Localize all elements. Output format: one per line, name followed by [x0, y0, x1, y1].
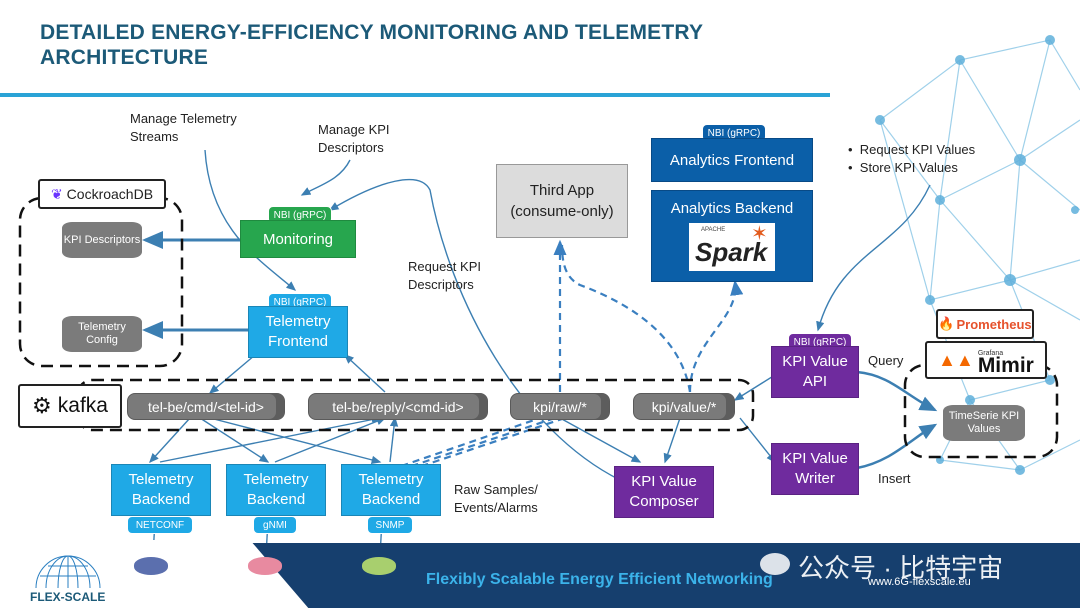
mimir-mountain-icon: ▲▲ [938, 349, 974, 370]
page-title: DETAILED ENERGY-EFFICIENCY MONITORING AN… [40, 21, 703, 69]
bullet-item: • Request KPI Values [848, 142, 976, 157]
topic-tel-be-reply: tel-be/reply/<cmd-id> [308, 393, 488, 420]
telemetry-backend-box: Telemetry Backend [341, 464, 441, 516]
manage-kpi-label: Manage KPI Descriptors [318, 122, 390, 155]
spark-star-icon: ✶ [751, 223, 768, 245]
bullet-item: • Store KPI Values [848, 160, 958, 175]
spark-logo: APACHE ✶ Spark [689, 223, 775, 271]
analytics-frontend-box: Analytics Frontend [651, 138, 813, 182]
insert-label: Insert [878, 471, 911, 486]
netconf-tag: NETCONF [127, 516, 193, 534]
mimir-logo: ▲▲ Grafana Mimir [925, 341, 1047, 379]
raw-samples-label: Raw Samples/ Events/Alarms [454, 482, 538, 515]
title-underline [0, 93, 830, 97]
timeserie-db: TimeSerie KPI Values [943, 405, 1025, 441]
watermark-text: 公众号 · 比特宇宙 [798, 553, 1004, 583]
router-icon [362, 557, 396, 575]
query-label: Query [868, 353, 904, 368]
analytics-backend-box: Analytics Backend APACHE ✶ Spark [651, 190, 813, 282]
monitoring-box: Monitoring [240, 220, 356, 258]
kafka-icon: ⚙ [32, 393, 52, 418]
footer-url: www.6G-flexscale.eu [868, 576, 971, 588]
telemetry-backend-box: Telemetry Backend [226, 464, 326, 516]
footer-tagline: Flexibly Scalable Energy Efficient Netwo… [426, 571, 773, 588]
flexscale-logo-text: FLEX-SCALE [30, 590, 106, 604]
flexscale-globe-icon [35, 555, 101, 589]
snmp-tag: SNMP [367, 516, 413, 534]
telemetry-backend-box: Telemetry Backend [111, 464, 211, 516]
kpi-value-api-box: KPI Value API [771, 346, 859, 398]
telemetry-frontend-box: Telemetry Frontend [248, 306, 348, 358]
router-icon [134, 557, 168, 575]
third-app-box: Third App (consume-only) [496, 164, 628, 238]
topic-kpi-value: kpi/value/* [633, 393, 735, 420]
gnmi-tag: gNMI [253, 516, 297, 534]
kpi-value-writer-box: KPI Value Writer [771, 443, 859, 495]
kpi-value-composer-box: KPI Value Composer [614, 466, 714, 518]
prometheus-flame-icon: 🔥 [938, 316, 955, 331]
router-icon [248, 557, 282, 575]
wechat-icon [760, 553, 790, 575]
manage-streams-label: Manage Telemetry Streams [130, 111, 237, 144]
topic-tel-be-cmd: tel-be/cmd/<tel-id> [127, 393, 285, 420]
cockroachdb-logo: ❦ CockroachDB [38, 179, 166, 209]
network-sphere-graphic [875, 35, 1080, 475]
topic-kpi-raw: kpi/raw/* [510, 393, 610, 420]
telemetry-config-db: Telemetry Config [62, 316, 142, 352]
kpi-descriptors-db: KPI Descriptors [62, 222, 142, 258]
cockroach-icon: ❦ [50, 185, 63, 202]
bullet-list: • Request KPI Values • Store KPI Values [848, 141, 1018, 177]
request-kpi-label: Request KPI Descriptors [408, 259, 481, 292]
kafka-logo: ⚙ kafka [18, 384, 122, 428]
prometheus-logo: 🔥 Prometheus [936, 309, 1034, 339]
analytics-backend-label: Analytics Backend [670, 200, 794, 217]
